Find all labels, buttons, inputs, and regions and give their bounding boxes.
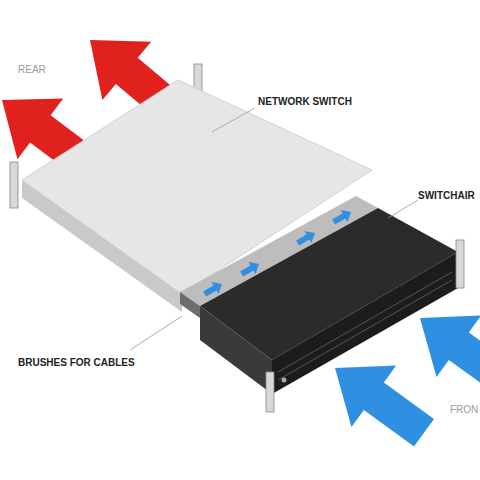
part-label: SWITCHAIR [418, 190, 475, 202]
part-label: BRUSHES FOR CABLES [18, 357, 135, 369]
leader-line [130, 316, 182, 350]
part-label: FRON [450, 404, 478, 416]
part-label: REAR [18, 64, 46, 76]
rack-ear [266, 372, 274, 412]
logo-dot [282, 378, 287, 383]
leader-line [212, 108, 255, 132]
rack-ear [10, 162, 18, 208]
intake-arrow [313, 337, 447, 463]
part-label: NETWORK SWITCH [258, 96, 352, 108]
leader-line [388, 200, 418, 218]
intake-arrow [398, 287, 480, 413]
cable-brushes [180, 292, 200, 318]
switchair-left [200, 306, 272, 394]
rack-ear [456, 240, 464, 288]
